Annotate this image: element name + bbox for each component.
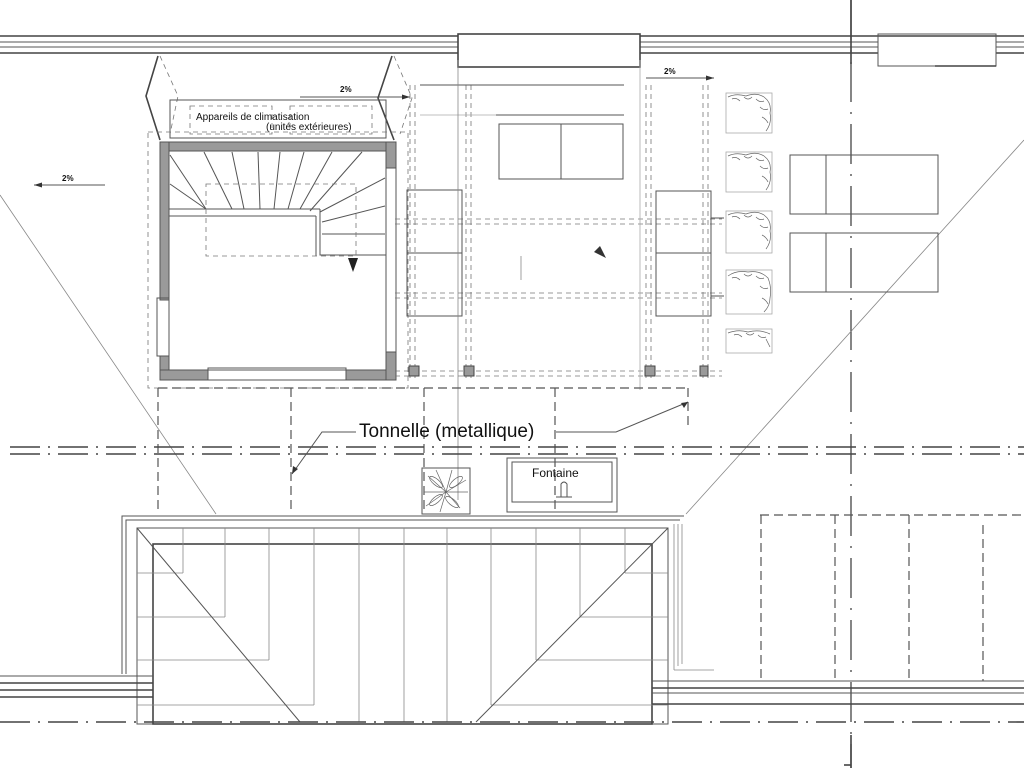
planter: [725, 328, 773, 354]
table-left-half: [498, 123, 562, 180]
planters: [725, 92, 773, 354]
slope-label: 2%: [62, 174, 74, 183]
ac-units-area: Appareils de climatisation (unités extér…: [145, 55, 413, 141]
planter: [725, 269, 773, 315]
lounger: [789, 154, 939, 215]
fountain-label: Fontaine: [532, 466, 579, 480]
ac-units-label: Appareils de climatisation: [196, 112, 309, 123]
planter: [725, 92, 773, 134]
sun-loungers: [789, 154, 939, 293]
lower-parapet-left: [0, 675, 153, 698]
bench: [655, 252, 712, 317]
plant-pot: [421, 467, 471, 515]
lower-parapet-right: [652, 680, 1024, 705]
planter: [725, 151, 773, 193]
staircase: [169, 151, 386, 257]
pergola-post: [699, 365, 709, 377]
fountain: Fontaine: [506, 457, 618, 513]
bench: [406, 252, 463, 317]
roof-hip-lines: [0, 139, 1024, 515]
pergola-post: [463, 365, 475, 377]
top-parapet: [0, 33, 1024, 68]
stair-down-arrow-icon: [348, 258, 358, 272]
slope-arrow-top-left: 2%: [300, 85, 410, 100]
pergola-label-group: Tonnelle (metallique): [291, 401, 689, 475]
table-right-half: [560, 123, 624, 180]
pergola-outline: [157, 387, 690, 514]
ac-units-sublabel: (unités extérieures): [266, 122, 352, 133]
planter: [725, 210, 773, 254]
slope-label: 2%: [340, 85, 352, 94]
pergola-label: Tonnelle (metallique): [359, 421, 534, 442]
plant-icon: [424, 469, 468, 513]
lounger: [789, 232, 939, 293]
right-dashed-cells: [760, 514, 1024, 681]
slope-label: 2%: [664, 67, 676, 76]
pergola-post: [408, 365, 420, 377]
pergola-post: [644, 365, 656, 377]
slope-arrow-left: 2%: [34, 174, 105, 188]
slope-arrow-top-right: 2%: [646, 67, 714, 81]
pergola-structure: [395, 60, 724, 500]
tap-icon: [556, 481, 572, 498]
stairwell: [147, 131, 409, 389]
lower-roof: [121, 515, 714, 725]
